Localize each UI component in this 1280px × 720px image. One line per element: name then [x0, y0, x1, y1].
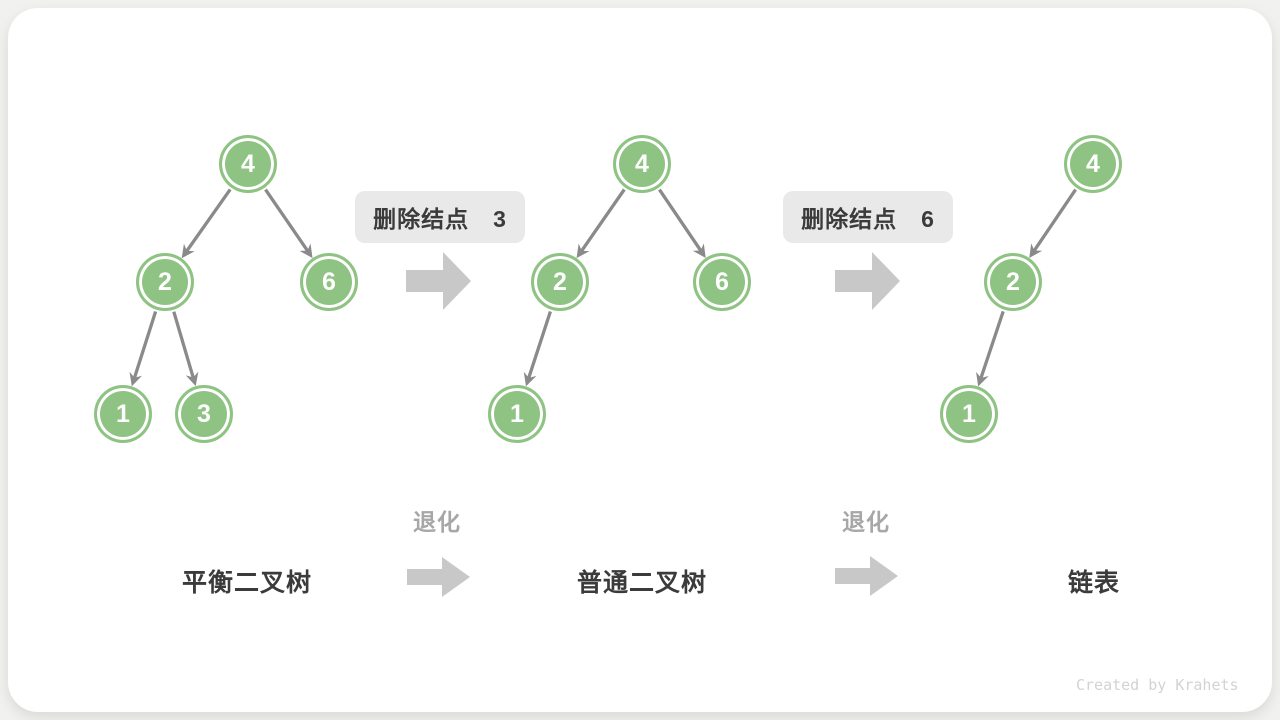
tree-node: 1 — [94, 385, 152, 443]
tree-node: 2 — [136, 253, 194, 311]
edge-arrow — [976, 310, 1005, 387]
edge-arrow — [181, 188, 232, 259]
tree-node: 2 — [984, 253, 1042, 311]
diagram-card — [8, 8, 1272, 712]
edge-arrow — [172, 311, 199, 387]
degrade-label: 退化 — [413, 509, 461, 535]
step-label-delete-6: 删除结点 6 — [783, 191, 953, 243]
tree-label-ordinary: 普通二叉树 — [576, 569, 708, 597]
tree-label-balanced: 平衡二叉树 — [181, 569, 313, 597]
edge-arrow — [576, 188, 626, 259]
block-arrow-right-icon — [407, 557, 470, 597]
tree-node: 4 — [613, 135, 671, 193]
edge-arrow — [1029, 188, 1077, 258]
tree-node: 6 — [693, 253, 751, 311]
block-arrow-right-icon — [406, 252, 471, 310]
tree-node: 1 — [488, 385, 546, 443]
edge-arrow — [264, 188, 313, 259]
tree-node: 4 — [1064, 135, 1122, 193]
tree-node: 1 — [940, 385, 998, 443]
block-arrow-right-icon — [835, 556, 898, 596]
tree-node: 3 — [175, 385, 233, 443]
tree-node: 6 — [300, 253, 358, 311]
edge-arrow — [658, 188, 706, 258]
tree-node: 2 — [531, 253, 589, 311]
edge-arrow — [129, 310, 158, 387]
degrade-label: 退化 — [842, 509, 890, 535]
step-label-delete-3: 删除结点 3 — [355, 191, 525, 243]
edge-arrow — [523, 310, 552, 387]
watermark-credit: Created by Krahets — [1076, 676, 1239, 694]
block-arrow-right-icon — [835, 252, 900, 310]
tree-node: 4 — [219, 135, 277, 193]
tree-label-linked-list: 链表 — [1067, 569, 1121, 597]
